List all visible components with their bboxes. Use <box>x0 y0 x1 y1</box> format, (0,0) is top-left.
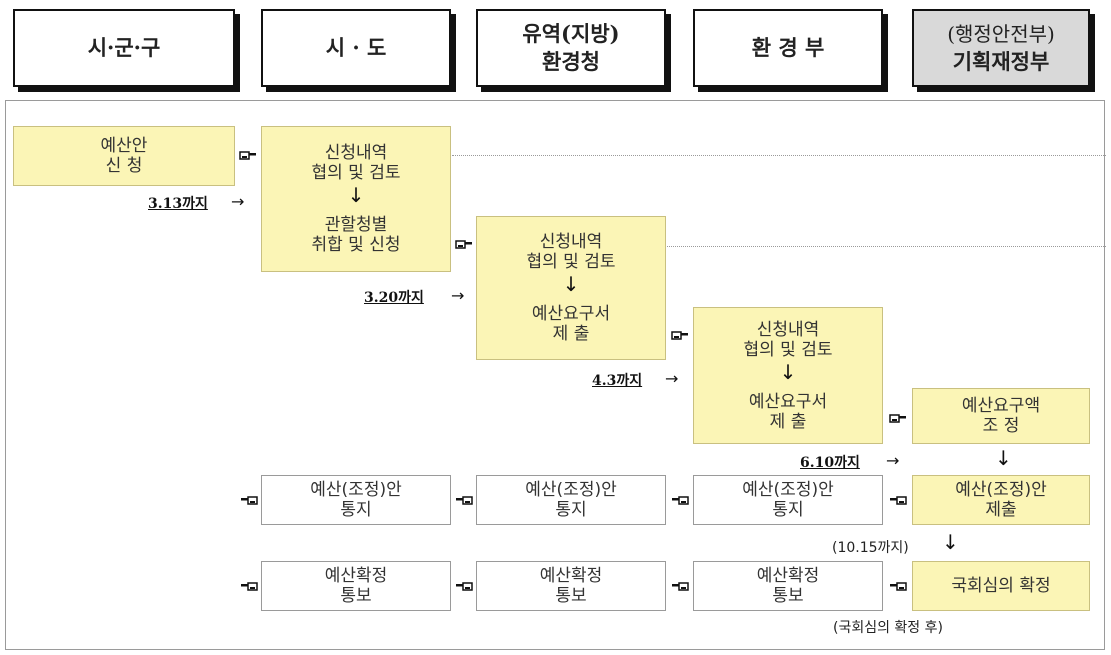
arrow-down-icon: ↓ <box>942 530 959 554</box>
header-basin-office-line1: 유역(지방) <box>522 21 620 46</box>
hand-left-icon <box>241 496 258 505</box>
box-notice-env: 예산(조정)안 통지 <box>693 475 883 525</box>
box-assembly-l1: 국회심의 확정 <box>951 576 1051 596</box>
deadline-1: 3.13까지 <box>148 196 208 212</box>
box-province-review-l3: 관할청별 <box>324 215 388 235</box>
box-basin-review-l1: 신청내역 <box>539 232 603 252</box>
deadline-3: 4.3까지 <box>592 373 643 389</box>
hand-right-icon <box>239 151 256 160</box>
box-final-city-l2: 통보 <box>340 586 372 606</box>
arrow-down-icon: ↓ <box>347 183 365 207</box>
arrow-down-icon: ↓ <box>779 359 797 384</box>
box-final-prov-l2: 통보 <box>555 586 587 606</box>
box-budget-request-l1: 예산안 <box>100 136 148 156</box>
box-basin-review-l3: 예산요구서 <box>531 304 611 324</box>
arrow-right-icon: → <box>451 286 465 305</box>
box-finance-submit: 예산(조정)안 제출 <box>912 475 1090 525</box>
header-basin-office-line2: 환경청 <box>542 49 600 74</box>
box-province-review-l2: 협의 및 검토 <box>311 163 401 183</box>
box-ministry-review-l4: 제 출 <box>769 411 807 432</box>
box-province-review: 신청내역 협의 및 검토 ↓ 관할청별 취합 및 신청 <box>261 126 451 272</box>
hand-left-icon <box>456 496 473 505</box>
box-basin-review: 신청내역 협의 및 검토 ↓ 예산요구서 제 출 <box>476 216 666 360</box>
box-notice-city-l2: 통지 <box>340 500 372 520</box>
header-finance: (행정안전부) 기획재정부 <box>912 9 1090 87</box>
box-ministry-review-l3: 예산요구서 <box>748 391 828 412</box>
hand-right-icon <box>889 414 906 423</box>
hand-left-icon <box>241 582 258 591</box>
box-finance-adjust-l2: 조 정 <box>982 416 1020 436</box>
header-city: 시·군·구 <box>13 9 235 87</box>
box-province-review-l4: 취합 및 신청 <box>311 235 401 255</box>
arrow-right-icon: → <box>886 451 900 470</box>
box-final-city: 예산확정 통보 <box>261 561 451 611</box>
arrow-down-icon: ↓ <box>995 446 1012 470</box>
box-notice-prov-l1: 예산(조정)안 <box>525 480 617 500</box>
box-ministry-review-l2: 협의 및 검토 <box>743 339 833 360</box>
header-basin-office: 유역(지방) 환경청 <box>476 9 666 87</box>
hand-right-icon <box>671 331 688 340</box>
deadline-4: 6.10까지 <box>800 455 860 471</box>
hand-left-icon <box>456 582 473 591</box>
box-notice-prov: 예산(조정)안 통지 <box>476 475 666 525</box>
note-after-assembly: (국회심의 확정 후) <box>833 620 943 636</box>
header-finance-line2: 기획재정부 <box>952 49 1050 74</box>
header-ministry-env: 환 경 부 <box>693 9 883 87</box>
header-finance-line1: (행정안전부) <box>947 22 1055 46</box>
box-final-prov: 예산확정 통보 <box>476 561 666 611</box>
hand-left-icon <box>890 582 907 591</box>
arrow-right-icon: → <box>231 192 245 211</box>
box-final-env-l1: 예산확정 <box>756 566 820 586</box>
box-final-prov-l1: 예산확정 <box>539 566 603 586</box>
box-basin-review-l2: 협의 및 검토 <box>526 252 616 272</box>
box-final-env-l2: 통보 <box>772 586 804 606</box>
flow-frame <box>5 100 1105 650</box>
box-notice-prov-l2: 통지 <box>555 500 587 520</box>
header-province: 시 · 도 <box>261 9 451 87</box>
box-notice-env-l2: 통지 <box>772 500 804 520</box>
hand-left-icon <box>672 582 689 591</box>
header-province-label: 시 · 도 <box>325 35 387 60</box>
box-finance-adjust-l1: 예산요구액 <box>961 396 1041 416</box>
guide-line-2 <box>667 246 1106 247</box>
arrow-right-icon: → <box>665 369 679 388</box>
deadline-2: 3.20까지 <box>364 290 424 306</box>
box-budget-request: 예산안 신 청 <box>13 126 235 186</box>
hand-left-icon <box>672 496 689 505</box>
box-notice-env-l1: 예산(조정)안 <box>742 480 834 500</box>
box-finance-submit-l2: 제출 <box>985 500 1017 520</box>
box-final-env: 예산확정 통보 <box>693 561 883 611</box>
box-budget-request-l2: 신 청 <box>105 156 143 176</box>
box-final-city-l1: 예산확정 <box>324 566 388 586</box>
deadline-5: (10.15까지) <box>832 540 909 556</box>
hand-left-icon <box>890 496 907 505</box>
box-notice-city-l1: 예산(조정)안 <box>310 480 402 500</box>
box-finance-adjust: 예산요구액 조 정 <box>912 388 1090 444</box>
box-basin-review-l4: 제 출 <box>552 324 590 344</box>
header-ministry-env-label: 환 경 부 <box>751 35 825 60</box>
hand-right-icon <box>455 240 472 249</box>
box-ministry-review-l1: 신청내역 <box>756 319 820 340</box>
box-province-review-l1: 신청내역 <box>324 143 388 163</box>
arrow-down-icon: ↓ <box>562 272 580 296</box>
header-city-label: 시·군·구 <box>87 35 161 60</box>
guide-line-1 <box>452 155 1106 156</box>
box-notice-city: 예산(조정)안 통지 <box>261 475 451 525</box>
box-ministry-review: 신청내역 협의 및 검토 ↓ 예산요구서 제 출 <box>693 307 883 444</box>
box-finance-submit-l1: 예산(조정)안 <box>955 480 1047 500</box>
box-assembly: 국회심의 확정 <box>912 561 1090 611</box>
